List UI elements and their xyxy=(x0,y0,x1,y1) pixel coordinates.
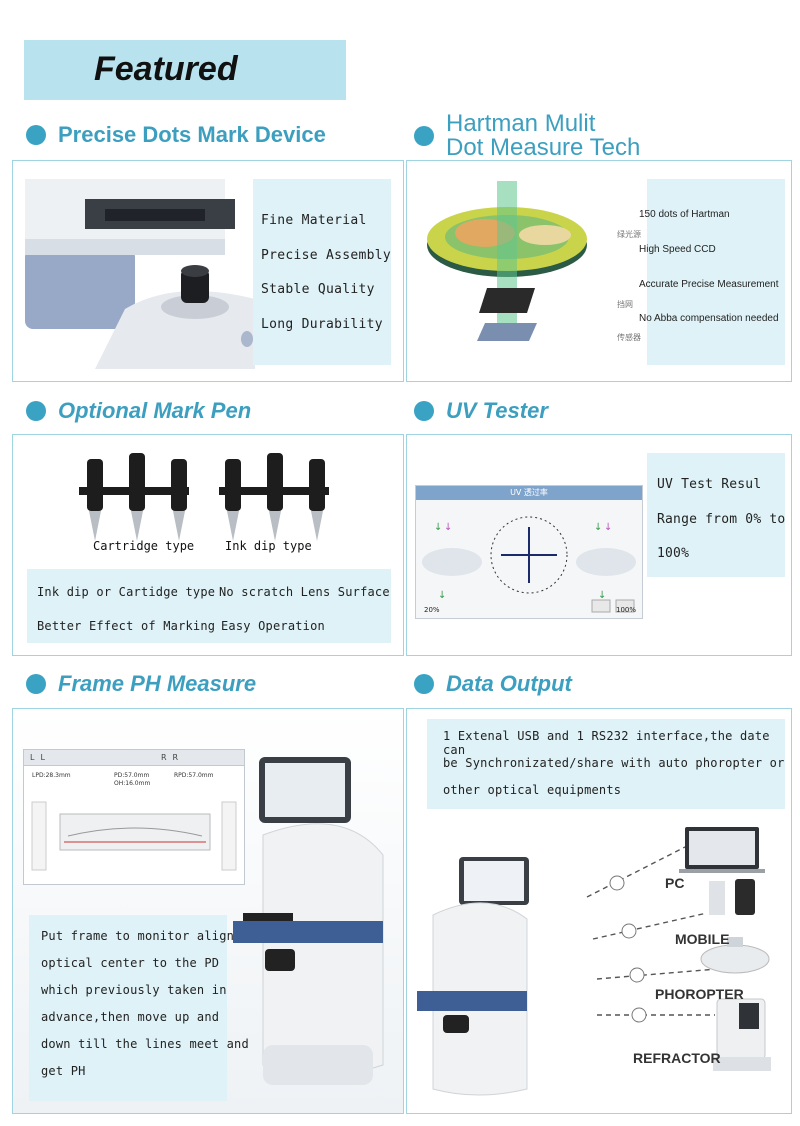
panel-dots-device: Fine Material Precise Assembly Stable Qu… xyxy=(12,160,404,382)
frame-ph-screen: L L R R LPD:28.3mm PD:57.0mm OH:16.0mm R… xyxy=(23,749,245,885)
screen-button-r[interactable]: R xyxy=(172,753,179,762)
uv-text-box xyxy=(647,453,785,577)
section-title-hartman: Hartman Mulit Dot Measure Tech xyxy=(414,112,640,160)
panel-frame-ph: L L R R LPD:28.3mm PD:57.0mm OH:16.0mm R… xyxy=(12,708,404,1114)
section-title-uv: UV Tester xyxy=(414,398,548,424)
bullet-icon xyxy=(26,401,46,421)
uv-screen: UV 透过率 ↓ ↓ ↓ ↓ ↓ ↓ 20% 100% xyxy=(415,485,643,619)
uv-right-pct: 100% xyxy=(616,606,637,614)
bullet-icon xyxy=(26,125,46,145)
featured-banner: Featured xyxy=(24,40,346,100)
screen-button-r[interactable]: R xyxy=(160,753,167,762)
device-label-mobile: MOBILE xyxy=(675,931,730,947)
section-title-dots: Precise Dots Mark Device xyxy=(26,122,326,148)
output-description-line: be Synchronizated/share with auto phorop… xyxy=(443,756,785,770)
uv-text: 100% xyxy=(657,546,690,561)
svg-text:↓: ↓ xyxy=(604,522,612,533)
bullet-icon xyxy=(414,126,434,146)
frame-scale-image xyxy=(31,801,237,871)
feature-text: Long Durability xyxy=(261,317,383,332)
svg-text:↓: ↓ xyxy=(598,590,606,601)
hartman-diagram-image xyxy=(427,181,587,341)
bullet-icon xyxy=(414,401,434,421)
readout-lpd: LPD:28.3mm xyxy=(32,772,71,779)
frame-description-line: Put frame to monitor align xyxy=(41,929,235,943)
panel-data-output: 1 Extenal USB and 1 RS232 interface,the … xyxy=(406,708,792,1114)
section-title-pen: Optional Mark Pen xyxy=(26,398,251,424)
screen-button-l[interactable]: L xyxy=(40,753,45,762)
feature-text: Fine Material xyxy=(261,213,367,228)
featured-title: Featured xyxy=(94,50,238,88)
cartridge-caption: Cartridge type xyxy=(93,539,195,553)
feature-text: Stable Quality xyxy=(261,282,375,297)
device-label-phoropter: PHOROPTER xyxy=(655,986,744,1002)
screen-button-l[interactable]: L xyxy=(30,753,35,762)
lensmeter-closeup-image xyxy=(25,179,257,369)
panel-uv-tester: UV 透过率 ↓ ↓ ↓ ↓ ↓ ↓ 20% 100% UV Test Resu… xyxy=(406,434,792,656)
hartman-label: Accurate Precise Measurement xyxy=(639,279,779,290)
mark-pen-image xyxy=(79,453,329,541)
section-title-frame: Frame PH Measure xyxy=(26,671,256,697)
lensmeter-device-image xyxy=(233,757,384,1085)
panel-hartman: 绿光源 挡网 传感器 150 dots of Hartman High Spee… xyxy=(406,160,792,382)
uv-text: Range from 0% to xyxy=(657,512,786,527)
hartman-label: High Speed CCD xyxy=(639,244,716,255)
frame-description-line: down till the lines meet and xyxy=(41,1037,249,1051)
device-label-pc: PC xyxy=(665,875,685,891)
dots-feature-box xyxy=(253,179,391,365)
svg-text:↓: ↓ xyxy=(438,590,446,601)
bullet-icon xyxy=(26,674,46,694)
hartman-label: 150 dots of Hartman xyxy=(639,209,730,220)
output-description-box xyxy=(427,719,785,809)
output-description-line: 1 Extenal USB and 1 RS232 interface,the … xyxy=(443,729,770,757)
uv-text: UV Test Resul xyxy=(657,477,762,492)
frame-description-line: optical center to the PD xyxy=(41,956,220,970)
uv-screen-title: UV 透过率 xyxy=(416,486,642,500)
pen-feature-box xyxy=(27,569,391,643)
uv-left-pct: 20% xyxy=(424,606,440,614)
svg-text:↓: ↓ xyxy=(594,522,602,533)
output-description-line: other optical equipments xyxy=(443,783,622,797)
frame-description-box xyxy=(29,915,227,1101)
pen-feature: Easy Operation xyxy=(221,619,325,633)
device-label-refractor: REFRACTOR xyxy=(633,1050,721,1066)
ink-dip-caption: Ink dip type xyxy=(225,539,312,553)
data-output-diagram xyxy=(417,827,771,1096)
pen-feature: Ink dip or Cartidge type xyxy=(37,585,216,599)
hartman-label: No Abba compensation needed xyxy=(639,313,779,324)
panel-mark-pen: Cartridge type Ink dip type Ink dip or C… xyxy=(12,434,404,656)
readout-oh: OH:16.0mm xyxy=(114,780,151,787)
feature-text: Precise Assembly xyxy=(261,248,392,263)
frame-description-line: advance,then move up and xyxy=(41,1010,220,1024)
hartman-label-box xyxy=(647,179,785,365)
readout-rpd: RPD:57.0mm xyxy=(174,772,214,779)
svg-text:↓: ↓ xyxy=(434,522,442,533)
svg-text:↓: ↓ xyxy=(444,522,452,533)
pen-feature: No scratch Lens Surface xyxy=(219,585,390,599)
frame-description-line: get PH xyxy=(41,1064,86,1078)
pen-feature: Better Effect of Marking xyxy=(37,619,216,633)
section-title-output: Data Output xyxy=(414,671,572,697)
bullet-icon xyxy=(414,674,434,694)
readout-pd: PD:57.0mm xyxy=(114,772,150,779)
uv-dial-image: ↓ ↓ ↓ ↓ ↓ ↓ xyxy=(422,516,636,613)
frame-description-line: which previously taken in xyxy=(41,983,227,997)
